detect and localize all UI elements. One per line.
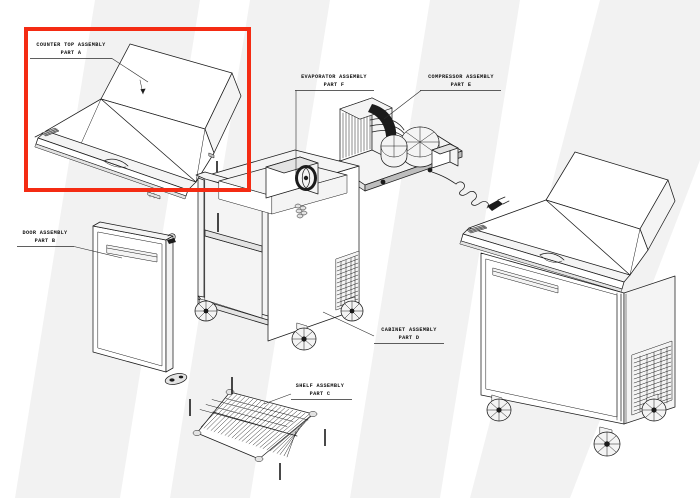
label-part-f: EVAPORATOR ASSEMBLY PART F — [295, 74, 374, 178]
door-hinge-top — [167, 233, 176, 244]
interior-hardware — [294, 203, 308, 219]
leader-line — [263, 393, 292, 405]
assembled-unit[interactable] — [459, 151, 676, 457]
label-part-c: SHELF ASSEMBLY PART C — [263, 383, 352, 405]
assembled-vent-grille — [631, 340, 673, 416]
label-line-1: CABINET ASSEMBLY — [381, 327, 437, 333]
counter-top-assembly[interactable] — [34, 43, 242, 200]
label-line-1: EVAPORATOR ASSEMBLY — [301, 74, 367, 80]
label-line-1: SHELF ASSEMBLY — [296, 383, 345, 389]
label-line-2: PART B — [35, 238, 56, 244]
label-part-a: COUNTER TOP ASSEMBLY PART A — [30, 42, 149, 83]
vent-grille — [335, 250, 360, 311]
door-hinge-bottom — [164, 373, 188, 385]
cabinet-assembly[interactable] — [194, 149, 364, 351]
label-part-e: COMPRESSOR ASSEMBLY PART E — [383, 74, 501, 120]
caster-wheels — [194, 296, 364, 351]
interior-fan — [295, 165, 317, 191]
leader-line — [73, 246, 123, 259]
door-assembly[interactable] — [92, 221, 188, 386]
assembled-casters — [486, 393, 667, 457]
label-line-2: PART A — [61, 50, 82, 56]
electrical-box[interactable] — [431, 143, 459, 169]
label-part-b: DOOR ASSEMBLY PART B — [17, 230, 123, 259]
shelf-alignment-ticks — [189, 377, 326, 480]
fan-motor[interactable] — [380, 134, 408, 168]
part-labels: COUNTER TOP ASSEMBLY PART A EVAPORATOR ASS… — [17, 42, 501, 405]
label-line-2: PART E — [451, 82, 472, 88]
leader-line — [383, 90, 422, 120]
label-line-2: PART C — [310, 391, 331, 397]
label-line-2: PART D — [399, 335, 420, 341]
leader-line — [322, 311, 375, 337]
label-line-2: PART F — [324, 82, 345, 88]
leader-line — [111, 58, 149, 83]
label-line-1: DOOR ASSEMBLY — [22, 230, 68, 236]
power-cord[interactable] — [431, 171, 510, 211]
label-line-1: COUNTER TOP ASSEMBLY — [36, 42, 106, 48]
label-part-d: CABINET ASSEMBLY PART D — [322, 311, 444, 344]
label-line-1: COMPRESSOR ASSEMBLY — [428, 74, 494, 80]
compressor[interactable] — [400, 126, 440, 168]
shelf-assembly[interactable] — [189, 377, 326, 480]
